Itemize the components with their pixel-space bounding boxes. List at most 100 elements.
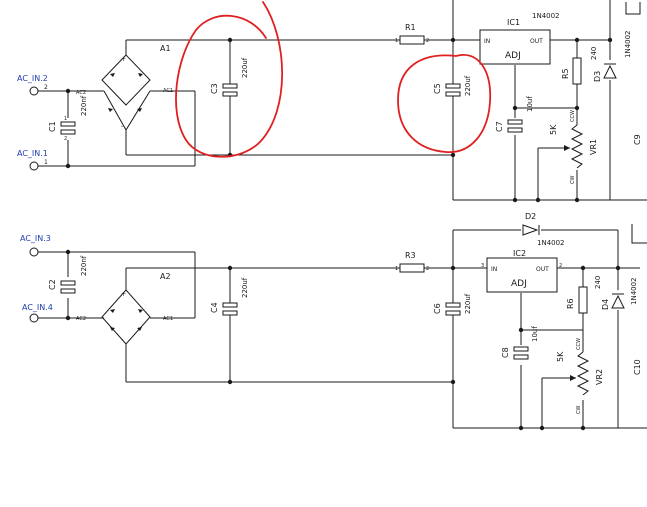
regulator-ic2: IC2 IN OUT ADJ 3 2 (481, 249, 562, 293)
svg-text:CW: CW (570, 176, 576, 184)
capacitor-c7: C7 10uf (495, 96, 534, 133)
svg-text:240: 240 (594, 276, 602, 289)
svg-text:1: 1 (395, 266, 398, 272)
port-ac-in-1: AC_IN.1 1 (17, 149, 48, 171)
svg-text:CCW: CCW (570, 110, 576, 122)
svg-text:CW: CW (576, 406, 582, 414)
junction-dots (65, 37, 621, 431)
capacitor-c8: C8 10uf (501, 326, 539, 360)
capacitor-c9-ref: C9 (633, 134, 642, 145)
svg-text:AC1: AC1 (163, 88, 173, 94)
capacitor-c1: C1 220nf 1 2 (48, 95, 88, 142)
svg-text:220nf: 220nf (80, 95, 88, 116)
diode-d2: D2 1N4002 (522, 212, 565, 247)
potentiometer-vr2: VR2 5K CCW CW (542, 338, 604, 414)
resistor-r3: R3 1 2 (395, 251, 429, 273)
bridge-a2: A2 AC2 AC1 + - (76, 272, 173, 362)
svg-text:2: 2 (559, 263, 562, 269)
svg-text:1N4002: 1N4002 (624, 30, 632, 58)
bridge-ref: A1 (160, 44, 171, 53)
svg-text:AC1: AC1 (163, 316, 173, 322)
red-markup (175, 1, 491, 158)
svg-text:2: 2 (64, 136, 67, 142)
svg-text:AC2: AC2 (76, 90, 86, 96)
svg-text:C4: C4 (210, 302, 219, 313)
svg-text:+: + (121, 56, 126, 63)
svg-text:AC2: AC2 (76, 316, 86, 322)
svg-text:10uf: 10uf (526, 96, 534, 112)
svg-text:C8: C8 (501, 347, 510, 358)
capacitor-c2: C2 220nf (48, 255, 88, 294)
port-ac-in-3: AC_IN.3 (20, 234, 51, 257)
svg-text:C7: C7 (495, 121, 504, 132)
resistor-r1: R1 1 2 (395, 23, 429, 45)
svg-text:CCW: CCW (576, 338, 582, 350)
svg-text:3: 3 (481, 263, 484, 269)
svg-text:C3: C3 (210, 83, 219, 94)
capacitor-c6: C6 220uf (433, 293, 472, 316)
svg-text:220uf: 220uf (241, 277, 249, 298)
svg-text:2: 2 (426, 266, 429, 272)
regulator-ic1: IC1 IN OUT ADJ (479, 18, 551, 65)
port-ac-in-4: AC_IN.4 (22, 303, 53, 323)
svg-text:1: 1 (64, 116, 67, 122)
capacitor-c5: C5 220uf (433, 75, 472, 97)
svg-text:-: - (121, 123, 123, 130)
svg-text:D4: D4 (601, 299, 610, 310)
diode-d4: D4 1N4002 (601, 277, 638, 310)
svg-text:R6: R6 (566, 298, 575, 309)
svg-text:ADJ: ADJ (505, 51, 521, 61)
svg-text:R5: R5 (561, 68, 570, 79)
resistor-r5: R5 240 (561, 47, 598, 85)
potentiometer-vr1: VR1 5K CCW CW (538, 110, 598, 184)
markup-circle-c3 (175, 1, 283, 158)
svg-text:220uf: 220uf (241, 57, 249, 78)
svg-text:IN: IN (491, 266, 497, 273)
partial-right-components (625, 2, 647, 244)
svg-text:1: 1 (44, 159, 48, 166)
svg-text:A2: A2 (160, 272, 171, 281)
svg-text:5K: 5K (556, 351, 565, 362)
svg-text:-: - (121, 336, 123, 343)
svg-text:240: 240 (590, 47, 598, 60)
svg-text:ADJ: ADJ (511, 279, 527, 289)
svg-text:2: 2 (44, 84, 48, 91)
svg-text:+: + (121, 291, 126, 298)
svg-text:AC_IN.1: AC_IN.1 (17, 149, 48, 158)
resistor-r6: R6 240 (566, 276, 602, 314)
svg-text:C2: C2 (48, 279, 57, 290)
top-wires (38, 0, 647, 201)
svg-text:VR2: VR2 (595, 369, 604, 385)
svg-text:AC_IN.4: AC_IN.4 (22, 303, 53, 312)
svg-text:IC2: IC2 (513, 249, 526, 258)
svg-text:AC_IN.3: AC_IN.3 (20, 234, 51, 243)
port-ac-in-2: AC_IN.2 2 (17, 74, 48, 96)
svg-text:2: 2 (426, 38, 429, 44)
svg-text:R3: R3 (405, 251, 416, 260)
svg-text:C1: C1 (48, 121, 57, 132)
svg-text:C5: C5 (433, 83, 442, 94)
svg-text:220nf: 220nf (80, 255, 88, 276)
ic1-part-number: 1N4002 (532, 12, 560, 20)
svg-text:1N4002: 1N4002 (630, 277, 638, 305)
markup-circle-c5 (397, 54, 491, 153)
svg-text:IC1: IC1 (507, 18, 520, 27)
svg-text:D2: D2 (525, 212, 536, 221)
svg-text:1: 1 (395, 38, 398, 44)
capacitor-c10-ref: C10 (633, 359, 642, 375)
svg-text:220uf: 220uf (464, 75, 472, 96)
diode-d3: D3 1N4002 (593, 30, 632, 82)
svg-text:5K: 5K (549, 124, 558, 135)
svg-text:VR1: VR1 (589, 139, 598, 155)
svg-text:220uf: 220uf (464, 293, 472, 314)
bottom-wires (38, 229, 647, 429)
capacitor-c4: C4 220uf (210, 277, 249, 316)
svg-text:D3: D3 (593, 71, 602, 82)
svg-text:C6: C6 (433, 303, 442, 314)
svg-text:R1: R1 (405, 23, 416, 32)
capacitor-c3: C3 220uf (210, 57, 249, 97)
svg-text:IN: IN (484, 38, 490, 45)
svg-text:1N4002: 1N4002 (537, 239, 565, 247)
bridge-a1: A1 AC2 AC1 + - (76, 44, 173, 131)
